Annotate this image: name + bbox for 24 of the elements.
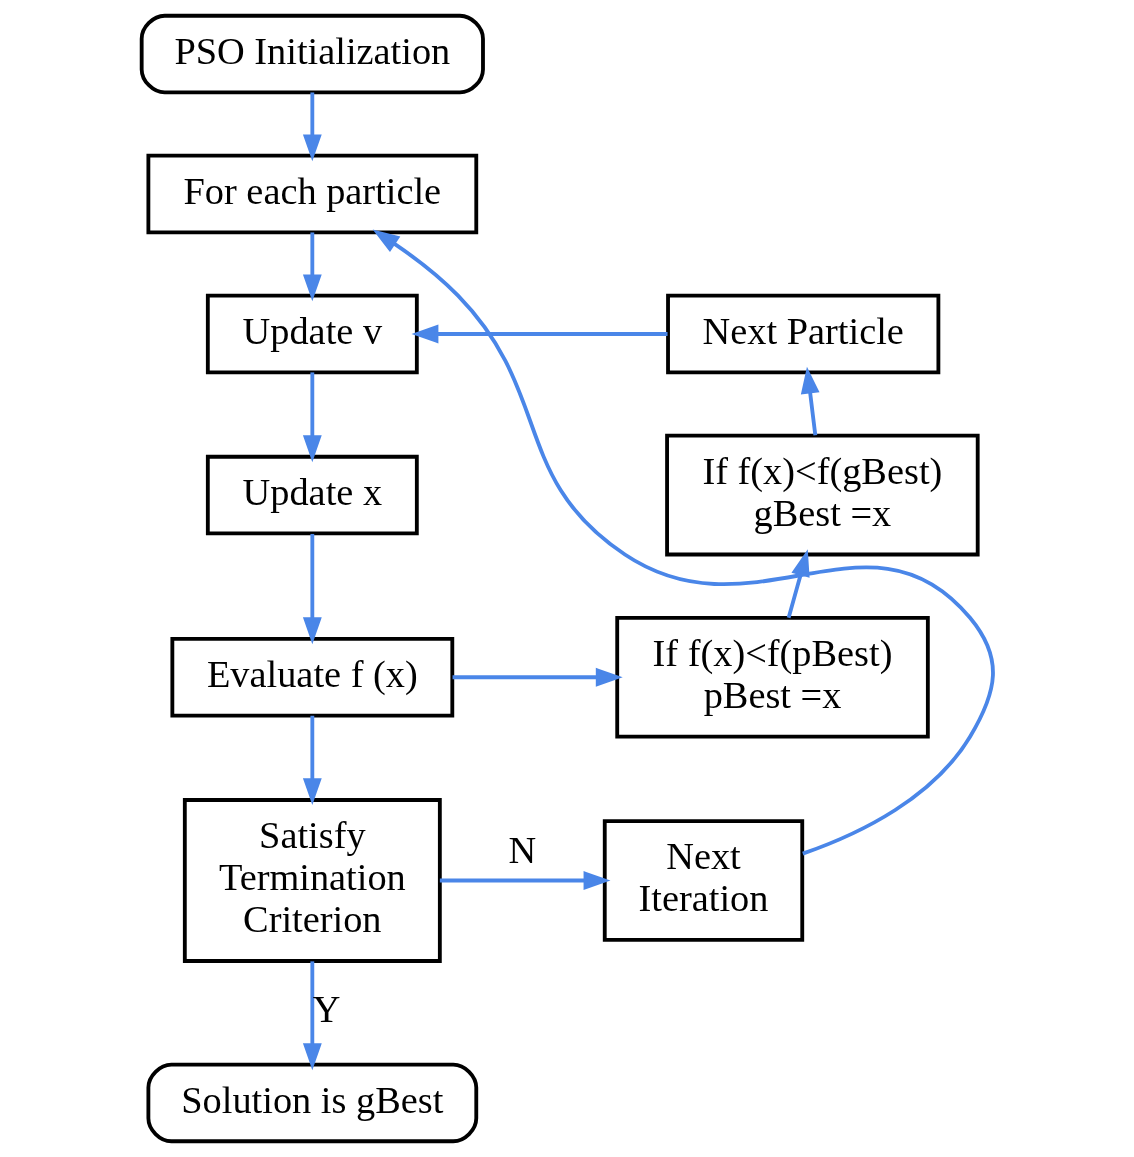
arrow [439, 871, 610, 890]
node-box: Next Particle [665, 293, 940, 375]
arrow [786, 549, 810, 619]
arrow [302, 372, 322, 463]
edge-label: N [507, 829, 536, 872]
node-box: Evaluate f (x) [169, 637, 454, 718]
arrow [452, 667, 623, 687]
node-box: PSO Initialization [139, 13, 485, 95]
node-box: Update v [205, 293, 419, 375]
node-box: For each particle [145, 153, 478, 235]
arrow [302, 715, 322, 806]
node-box: Satisfy Termination Criterion [182, 798, 442, 963]
arrow [372, 229, 995, 856]
node-box: If f(x)<f(gBest) gBest =x [664, 433, 980, 557]
arrow [302, 92, 322, 162]
arrow [302, 961, 322, 1071]
arrow [800, 366, 820, 436]
node-box: Update x [205, 454, 419, 536]
arrow [302, 232, 322, 302]
arrow [411, 324, 668, 344]
arrow [302, 533, 322, 645]
node-box: Next Iteration [602, 819, 804, 942]
node-box: If f(x)<f(pBest) pBest =x [614, 615, 930, 739]
node-box: Solution is gBest [145, 1062, 478, 1144]
